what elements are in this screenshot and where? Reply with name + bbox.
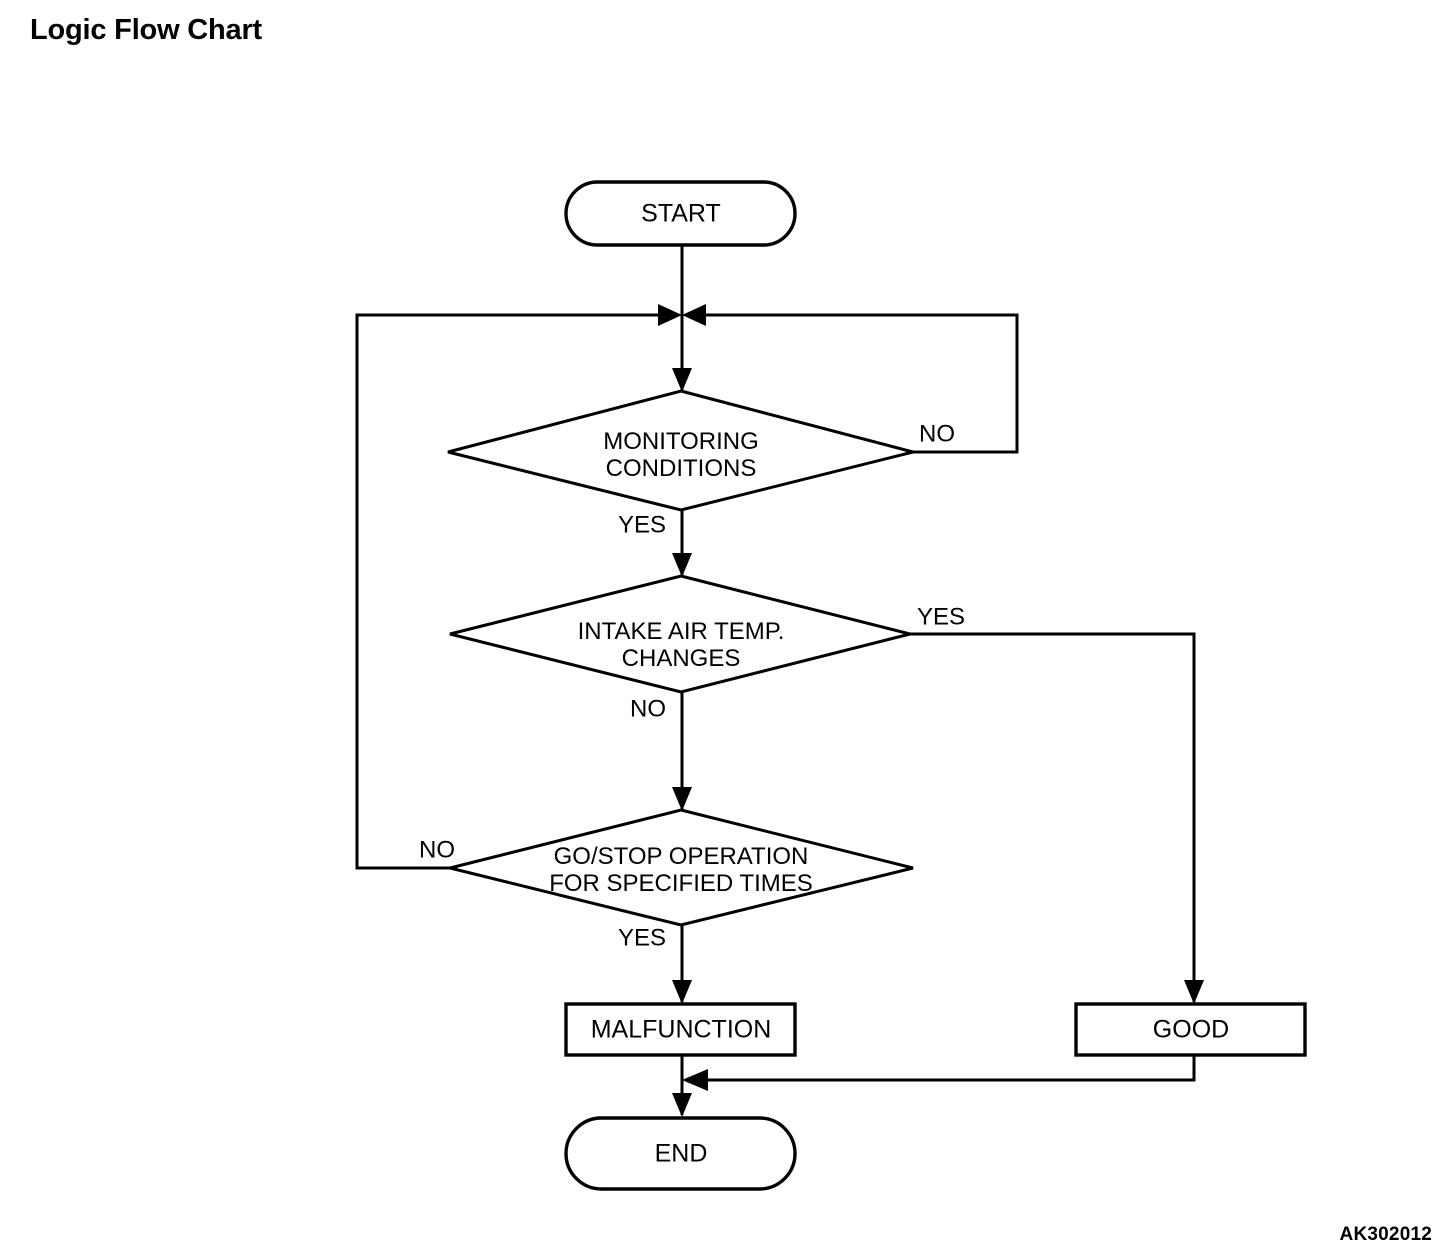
gostop-label-line2: FOR SPECIFIED TIMES (549, 870, 813, 897)
edge-gostop-no-loop (355, 304, 682, 870)
malfunction-shape (564, 1002, 797, 1057)
branch-label-intake-no: NO (630, 695, 666, 722)
arrow-head-down-into-monitoring (672, 368, 692, 392)
arrow-head-down-into-good (1184, 980, 1204, 1004)
edge-malfunction-to-end (672, 1055, 692, 1117)
watermark-label: AK302012 (1339, 1224, 1432, 1245)
start-shape (564, 180, 797, 247)
edge-good-to-end (682, 1055, 1196, 1091)
arrow-head-left-into-junction (682, 304, 706, 326)
edge-intake-no (672, 692, 692, 811)
arrow-head-down-into-end (672, 1093, 692, 1117)
start-label: START (641, 200, 721, 228)
malfunction-label: MALFUNCTION (591, 1016, 772, 1044)
page-title: Logic Flow Chart (30, 14, 263, 46)
edge-gostop-yes (672, 925, 692, 1004)
arrow-head-left-into-end-line (682, 1069, 708, 1091)
gostop-diamond (449, 808, 914, 927)
node-intake-air-temp-changes[interactable]: INTAKE AIR TEMP. CHANGES (449, 574, 911, 694)
node-start[interactable]: START (564, 180, 797, 247)
end-shape (564, 1116, 797, 1191)
branch-label-monitoring-no: NO (919, 420, 955, 447)
arrow-head-down-into-intake (672, 553, 692, 577)
node-end[interactable]: END (564, 1116, 797, 1191)
gostop-label-line1: GO/STOP OPERATION (554, 843, 809, 870)
intake-label-line2: CHANGES (622, 645, 741, 672)
node-good[interactable]: GOOD (1074, 1002, 1307, 1057)
monitoring-label-line2: CONDITIONS (606, 455, 757, 482)
end-label: END (655, 1140, 708, 1168)
monitoring-diamond (447, 389, 914, 512)
monitoring-label-line1: MONITORING (603, 428, 759, 455)
branch-label-gostop-no: NO (419, 836, 455, 863)
branch-label-gostop-yes: YES (618, 924, 666, 951)
branch-label-intake-yes: YES (917, 603, 965, 630)
edge-start-to-junction (672, 245, 692, 392)
arrow-head-down-into-gostop (672, 787, 692, 811)
intake-label-line1: INTAKE AIR TEMP. (578, 618, 785, 645)
good-label: GOOD (1153, 1016, 1229, 1044)
edge-monitoring-yes (672, 510, 692, 577)
arrow-head-down-into-malfunction (672, 980, 692, 1004)
node-malfunction[interactable]: MALFUNCTION (564, 1002, 797, 1057)
edge-monitoring-no-loop (682, 304, 1019, 454)
branch-label-monitoring-yes: YES (618, 511, 666, 538)
intake-diamond (449, 574, 911, 694)
node-monitoring-conditions[interactable]: MONITORING CONDITIONS (447, 389, 914, 512)
arrow-head-right-into-junction (658, 304, 682, 326)
good-shape (1074, 1002, 1307, 1057)
edge-intake-yes (910, 632, 1204, 1004)
node-go-stop-operation[interactable]: GO/STOP OPERATION FOR SPECIFIED TIMES (449, 808, 914, 927)
